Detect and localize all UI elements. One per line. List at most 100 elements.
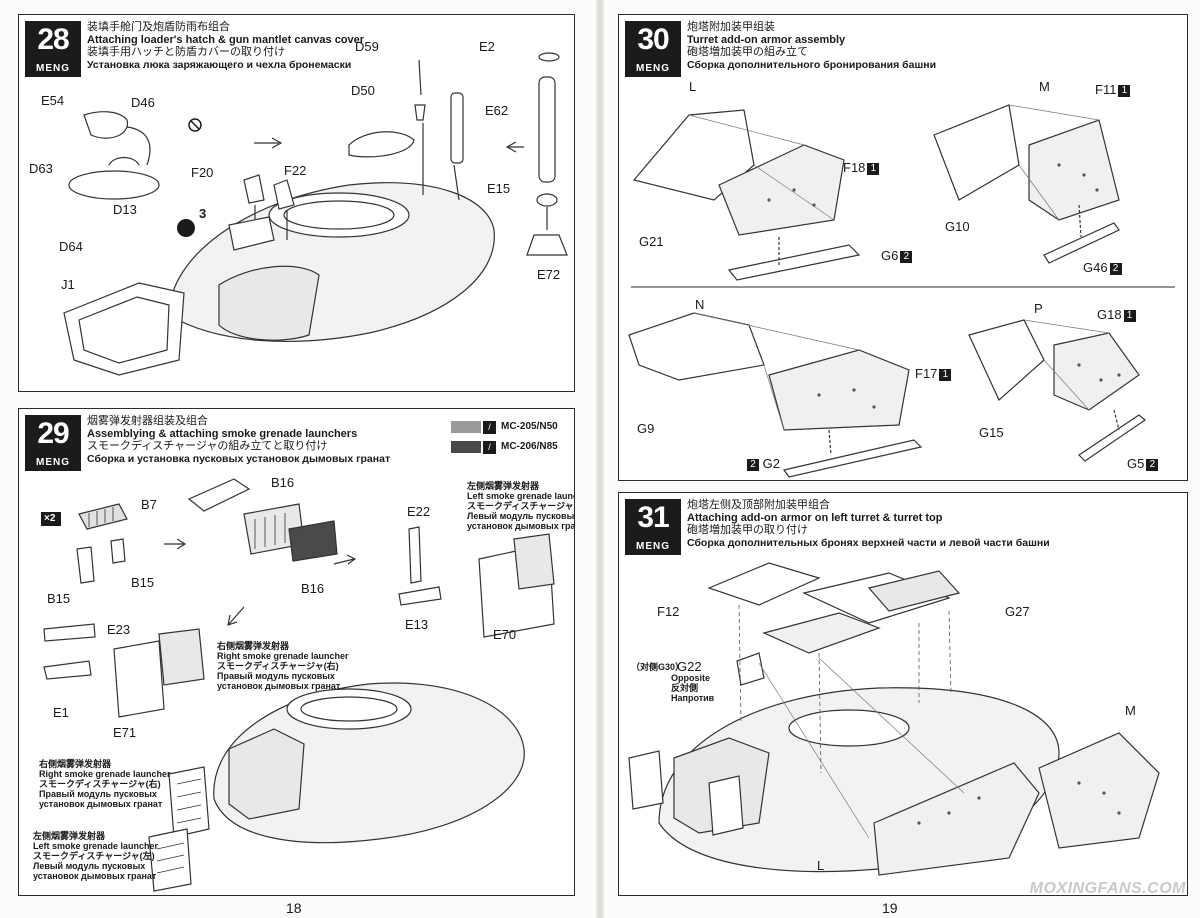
step-29-title-ja: スモークディスチャージャの組み立てと取り付け <box>87 440 328 452</box>
left-launcher-callout-top: 左侧烟雾弹发射器 Left smoke grenade launcher スモー… <box>467 481 575 531</box>
assembly-label-l: L <box>689 79 697 94</box>
step-31-title-zh: 炮塔左侧及顶部附加装甲组合 <box>687 499 830 511</box>
left-launcher-callout-bottom: 左侧烟雾弹发射器 Left smoke grenade launcher スモー… <box>33 831 159 881</box>
part-label-m: M <box>1125 703 1136 718</box>
part-label-g22: G22 <box>677 659 702 674</box>
step-31-header: 炮塔左侧及顶部附加装甲组合 Attaching add-on armor on … <box>687 499 1050 549</box>
step-28-badge: 28 MENG <box>25 21 81 77</box>
step-30-title-en: Turret add-on armor assembly <box>687 33 846 46</box>
step-28-title-zh: 装填手舱门及炮盾防雨布组合 <box>87 21 230 33</box>
book-gutter <box>596 0 604 918</box>
note-badge-label: 3 <box>199 206 207 221</box>
part-label-e2: E2 <box>479 39 495 54</box>
quantity-multiplier: ×2 <box>44 513 56 524</box>
step-31-title-en: Attaching add-on armor on left turret & … <box>687 511 943 524</box>
part-label-e13: E13 <box>405 617 429 632</box>
part-label-d50: D50 <box>351 83 375 98</box>
step-30-title-ru: Сборка дополнительного бронирования башн… <box>687 58 937 71</box>
step-31-number: 31 <box>637 501 669 534</box>
part-label-b16-bottom: B16 <box>301 581 325 596</box>
step-28-diagram <box>63 52 568 376</box>
part-label-g21: G21 <box>639 234 664 249</box>
part-label-b7: B7 <box>141 497 157 512</box>
brand-logo: MENG <box>36 63 70 74</box>
page-number-right: 19 <box>882 900 898 916</box>
part-label-e23: E23 <box>107 622 131 637</box>
watermark: MOXINGFANS.COM <box>1029 880 1186 897</box>
part-label-f12: F12 <box>657 604 680 619</box>
part-label-g10: G10 <box>945 219 970 234</box>
opposite-part-note: （对侧G30） <box>631 662 685 672</box>
step-31-panel: 31 MENG 炮塔左侧及顶部附加装甲组合 Attaching add-on a… <box>618 492 1188 896</box>
right-launcher-callout-top: 右侧烟雾弹发射器 Right smoke grenade launcher スモ… <box>217 641 349 691</box>
part-label-e62: E62 <box>485 103 509 118</box>
opposite-part-note-lines: Opposite 反対側 Напротив <box>671 673 715 703</box>
brush-icon: / <box>483 421 496 434</box>
part-label-e71: E71 <box>113 725 137 740</box>
step-29-badge: 29 MENG <box>25 415 81 471</box>
paint-code-mc205: MC-205/N50 <box>501 421 558 432</box>
step-30-title-zh: 炮塔附加装甲组装 <box>687 21 775 33</box>
step-29-title-zh: 烟雾弹发射器组装及组合 <box>87 415 208 427</box>
part-label-b15-right: B15 <box>131 575 155 590</box>
assembly-label-p: P <box>1034 301 1043 316</box>
step-30-header: 炮塔附加装甲组装 Turret add-on armor assembly 砲塔… <box>687 21 936 71</box>
part-label-f22: F22 <box>284 163 307 178</box>
assembly-label-n: N <box>695 297 705 312</box>
part-label-e72: E72 <box>537 267 561 282</box>
step-28-header: 装填手舱门及炮盾防雨布组合 Attaching loader's hatch &… <box>87 21 364 71</box>
part-label-e1: E1 <box>53 705 69 720</box>
step-29-diagram <box>41 478 555 892</box>
step-30-badge: 30 MENG <box>625 21 681 77</box>
step-31-diagram <box>628 562 1160 876</box>
part-label-b15-left: B15 <box>47 591 71 606</box>
part-label-f20: F20 <box>191 165 214 180</box>
part-label-d63: D63 <box>29 161 53 176</box>
brand-logo: MENG <box>36 457 70 468</box>
step-29-title-ru: Сборка и установка пусковых установок ды… <box>87 452 391 465</box>
step-30-title-ja: 砲塔増加装甲の組み立て <box>687 46 808 58</box>
part-label-g2: 2 G2 <box>745 456 780 471</box>
step-29-panel: 29 MENG 烟雾弹发射器组装及组合 Assemblying & attach… <box>18 408 575 896</box>
part-label-e70: E70 <box>493 627 517 642</box>
part-label-e54: E54 <box>41 93 65 108</box>
step-29-header: 烟雾弹发射器组装及组合 Assemblying & attaching smok… <box>87 415 390 465</box>
step-31-badge: 31 MENG <box>625 499 681 555</box>
part-label-e15: E15 <box>487 181 511 196</box>
part-label-d59: D59 <box>355 39 379 54</box>
step-28-number: 28 <box>37 23 69 56</box>
brand-logo: MENG <box>636 541 670 552</box>
part-label-d46: D46 <box>131 95 155 110</box>
part-label-g9: G9 <box>637 421 655 436</box>
paint-swatch-mc206 <box>451 441 481 453</box>
step-30-number: 30 <box>637 23 669 56</box>
step-28-title-ja: 装填手用ハッチと防盾カバーの取り付け <box>87 46 285 58</box>
step-28-title-en: Attaching loader's hatch & gun mantlet c… <box>87 33 365 46</box>
part-label-d13: D13 <box>113 202 137 217</box>
part-label-g27: G27 <box>1005 604 1030 619</box>
page-number-left: 18 <box>286 900 302 916</box>
step-30-diagram <box>628 104 1175 478</box>
step-31-title-ja: 砲塔増加装甲の取り付け <box>687 524 808 536</box>
step-29-number: 29 <box>37 417 69 450</box>
step-29-title-en: Assemblying & attaching smoke grenade la… <box>87 427 358 440</box>
brand-logo: MENG <box>636 63 670 74</box>
paint-swatch-mc205 <box>451 421 481 433</box>
part-label-g15: G15 <box>979 425 1004 440</box>
part-label-e22: E22 <box>407 504 431 519</box>
step-28-panel: 28 MENG 装填手舱门及炮盾防雨布组合 Attaching loader's… <box>18 14 575 392</box>
step-30-panel: 30 MENG 炮塔附加装甲组装 Turret add-on armor ass… <box>618 14 1188 481</box>
paint-code-mc206: MC-206/N85 <box>501 441 558 452</box>
part-label-b16-top: B16 <box>271 475 295 490</box>
brush-icon: / <box>483 441 496 454</box>
step-31-title-ru: Сборка дополнительных бронях верхней час… <box>687 536 1050 549</box>
right-launcher-callout-bottom: 右侧烟雾弹发射器 Right smoke grenade launcher スモ… <box>39 759 171 809</box>
